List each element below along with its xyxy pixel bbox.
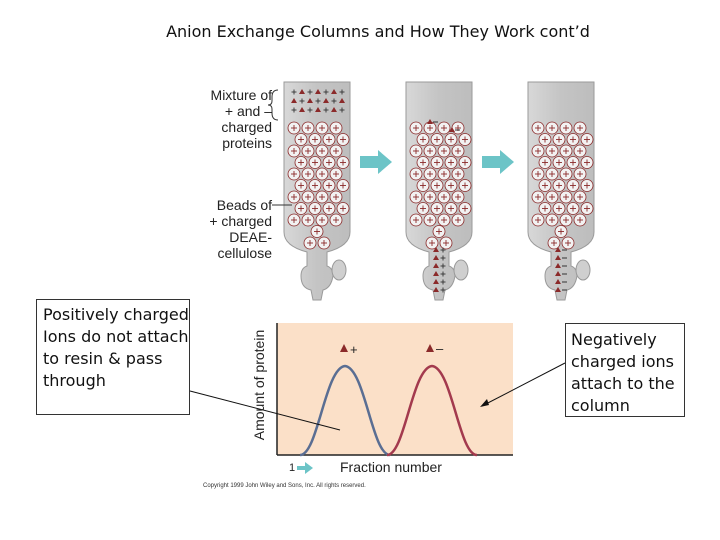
flow-arrow-icon xyxy=(482,150,514,174)
positive-ion-marker xyxy=(340,344,348,352)
exchange-column-1 xyxy=(283,81,351,301)
series-negative-peak xyxy=(386,364,478,457)
columns-group xyxy=(283,81,595,301)
beads-label-line: Beads of xyxy=(216,197,272,213)
mixture-label-line: + and – xyxy=(224,103,272,119)
negative-ion-marker xyxy=(426,344,434,352)
flow-arrows xyxy=(360,150,514,174)
x-axis-label: Fraction number xyxy=(340,459,442,475)
positive-ions-callout: Positively charged Ions do not attach to… xyxy=(36,299,190,415)
fraction-one-label: 1 xyxy=(289,462,296,474)
left-callout-pointer xyxy=(189,390,341,431)
chart-plot-area xyxy=(277,323,513,455)
series-positive-peak xyxy=(299,364,391,457)
negative-peak-label: – xyxy=(436,341,444,356)
mixture-label-line: charged xyxy=(221,119,272,135)
beads-label-line: DEAE- xyxy=(229,229,272,245)
negative-ions-callout: Negatively charged ions attach to the co… xyxy=(565,323,685,417)
positive-peak-label: + xyxy=(350,342,358,357)
beads-label: Beads of + charged DEAE- cellulose xyxy=(186,197,272,261)
right-callout-arrowhead xyxy=(480,399,489,407)
page-title: Anion Exchange Columns and How They Work… xyxy=(166,22,590,41)
right-callout-pointer xyxy=(481,362,566,407)
exchange-column-2 xyxy=(405,81,473,301)
mixture-brace xyxy=(267,89,279,121)
flow-arrow-icon xyxy=(360,150,392,174)
mixture-label: Mixture of + and – charged proteins xyxy=(190,87,272,151)
mixture-label-line: proteins xyxy=(222,135,272,151)
beads-label-line: cellulose xyxy=(217,245,272,261)
exchange-column-3 xyxy=(527,81,595,301)
fraction-arrow-icon xyxy=(297,462,313,474)
y-axis-label: Amount of protein xyxy=(251,329,267,441)
beads-label-line: + charged xyxy=(209,213,272,229)
copyright-notice: Copyright 1999 John Wiley and Sons, Inc.… xyxy=(203,483,366,489)
mixture-label-line: Mixture of xyxy=(210,87,272,103)
